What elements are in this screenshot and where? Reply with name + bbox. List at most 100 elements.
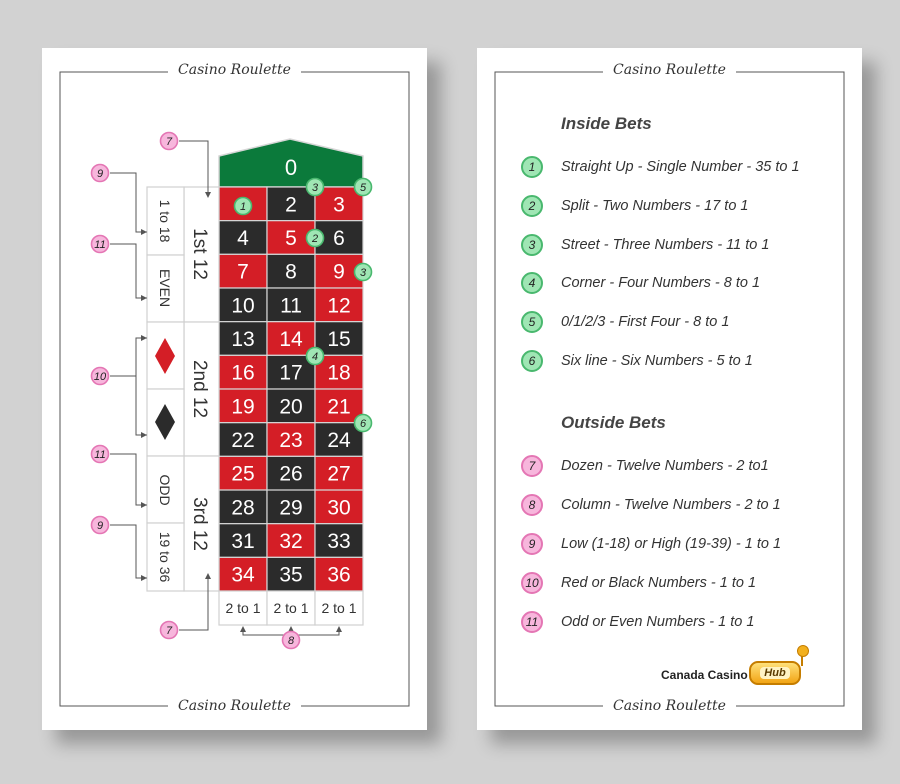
inside-bet-text: Straight Up - Single Number - 35 to 1 xyxy=(561,159,800,175)
card-caption-bottom: Casino Roulette xyxy=(477,698,862,714)
outside-bet-number-badge: 11 xyxy=(521,611,543,633)
number-label: 16 xyxy=(231,362,254,385)
inside-bet-number-badge: 6 xyxy=(521,350,543,372)
board-marker-badge-label: 4 xyxy=(312,351,318,363)
red-diamond-icon xyxy=(155,338,175,374)
number-cell[interactable] xyxy=(218,321,268,356)
dozen-2-cell[interactable] xyxy=(183,321,220,457)
number-cell[interactable] xyxy=(266,422,316,457)
number-grid: 1234567891011121314151617181920212223242… xyxy=(218,186,364,592)
number-cell[interactable] xyxy=(266,287,316,323)
roulette-layout: 0 12345678910111213141516171819202122232… xyxy=(59,71,410,707)
outside-bet-text: Red or Black Numbers - 1 to 1 xyxy=(561,575,757,591)
side-marker-badge xyxy=(90,444,110,464)
column-2-cell[interactable] xyxy=(266,590,316,626)
number-label: 7 xyxy=(237,261,249,284)
inside-bet-text: 0/1/2/3 - First Four - 8 to 1 xyxy=(561,314,730,331)
number-label: 10 xyxy=(231,294,254,317)
number-label: 17 xyxy=(279,362,302,385)
column-2-label: 2 to 1 xyxy=(273,600,308,616)
odd-label: ODD xyxy=(157,474,173,505)
outside-bet-text: Odd or Even Numbers - 1 to 1 xyxy=(561,614,755,630)
board-marker-badge-label: 5 xyxy=(360,182,367,194)
low-cell[interactable] xyxy=(146,186,185,256)
outside-bet-number-badge: 8 xyxy=(521,494,543,516)
number-cell[interactable] xyxy=(218,287,268,323)
number-cell[interactable] xyxy=(314,422,364,457)
inside-bet-number-badge: 2 xyxy=(521,194,543,217)
number-label: 30 xyxy=(327,496,350,519)
number-label: 31 xyxy=(231,530,254,553)
number-label: 27 xyxy=(327,463,350,486)
even-cell[interactable] xyxy=(146,254,185,323)
dozen-marker-badge xyxy=(159,131,179,151)
number-label: 29 xyxy=(279,496,302,519)
column-marker-badge-label: 8 xyxy=(288,635,295,647)
dozen-3-cell[interactable] xyxy=(183,455,220,592)
hub-logo-label: Hub xyxy=(760,667,790,679)
number-cell[interactable] xyxy=(314,489,364,525)
inside-bet-text: Corner - Four Numbers - 8 to 1 xyxy=(561,275,761,292)
number-label: 32 xyxy=(279,530,302,553)
number-cell[interactable] xyxy=(314,556,364,592)
number-cell[interactable] xyxy=(266,321,316,356)
inside-bet-text: Street - Three Numbers - 11 to 1 xyxy=(561,236,770,253)
board-marker-badge-label: 2 xyxy=(311,233,318,245)
number-label: 4 xyxy=(237,227,249,250)
dozen-2-label: 2nd 12 xyxy=(189,360,210,418)
board-marker-badge xyxy=(305,177,325,197)
black-diamond-icon xyxy=(155,404,175,440)
number-label: 22 xyxy=(231,429,254,452)
side-marker-badge xyxy=(90,163,110,183)
bets-legend-card: Casino Roulette Casino Roulette Inside B… xyxy=(477,48,862,730)
board-marker-badge-label: 3 xyxy=(360,267,367,279)
logo-lever-knob xyxy=(797,645,809,657)
legend-frame xyxy=(494,71,845,707)
card-frame xyxy=(59,71,410,707)
side-marker-badge-label: 11 xyxy=(94,449,105,461)
outside-bet-text: Column - Twelve Numbers - 2 to 1 xyxy=(561,497,781,513)
number-cell[interactable] xyxy=(266,253,316,289)
number-label: 11 xyxy=(280,294,302,317)
number-label: 26 xyxy=(279,463,302,486)
number-cell[interactable] xyxy=(314,388,364,424)
number-label: 5 xyxy=(285,227,297,250)
board-marker-badge xyxy=(353,262,373,282)
number-label: 6 xyxy=(333,227,345,250)
number-label: 36 xyxy=(327,564,350,587)
number-cell[interactable] xyxy=(218,489,268,525)
number-cell[interactable] xyxy=(266,354,316,390)
dozen-1-label: 1st 12 xyxy=(189,228,210,280)
logo-text: Canada Casino xyxy=(661,668,748,682)
high-label: 19 to 36 xyxy=(157,532,173,583)
number-label: 3 xyxy=(333,193,345,216)
outside-bet-text: Low (1-18) or High (19-39) - 1 to 1 xyxy=(561,536,782,552)
number-label: 28 xyxy=(231,496,254,519)
side-marker-badge-label: 9 xyxy=(97,168,103,180)
number-label: 25 xyxy=(231,463,254,486)
odd-cell[interactable] xyxy=(146,455,185,524)
number-cell[interactable] xyxy=(314,321,364,356)
number-cell[interactable] xyxy=(218,354,268,390)
number-cell[interactable] xyxy=(314,287,364,323)
number-label: 8 xyxy=(285,261,297,284)
side-marker-badge-label: 11 xyxy=(94,239,105,251)
inside-bet-number-badge: 1 xyxy=(521,156,543,178)
board-marker-badge-label: 3 xyxy=(312,182,319,194)
board-marker-badge xyxy=(305,228,325,248)
number-label: 15 xyxy=(327,328,350,351)
number-cell[interactable] xyxy=(218,422,268,457)
number-label: 35 xyxy=(279,564,302,587)
number-label: 20 xyxy=(279,395,302,418)
outside-bets-title: Outside Bets xyxy=(561,413,666,432)
column-3-cell[interactable] xyxy=(314,590,364,626)
number-label: 9 xyxy=(333,261,345,284)
high-cell[interactable] xyxy=(146,522,185,592)
inside-bet-number-badge: 5 xyxy=(521,311,543,334)
number-label: 33 xyxy=(327,530,350,553)
number-cell[interactable] xyxy=(314,354,364,390)
number-cell[interactable] xyxy=(218,388,268,424)
column-3-label: 2 to 1 xyxy=(321,600,356,616)
dozen-3-label: 3rd 12 xyxy=(189,497,210,551)
dozen-marker-badge-label: 7 xyxy=(166,625,173,637)
